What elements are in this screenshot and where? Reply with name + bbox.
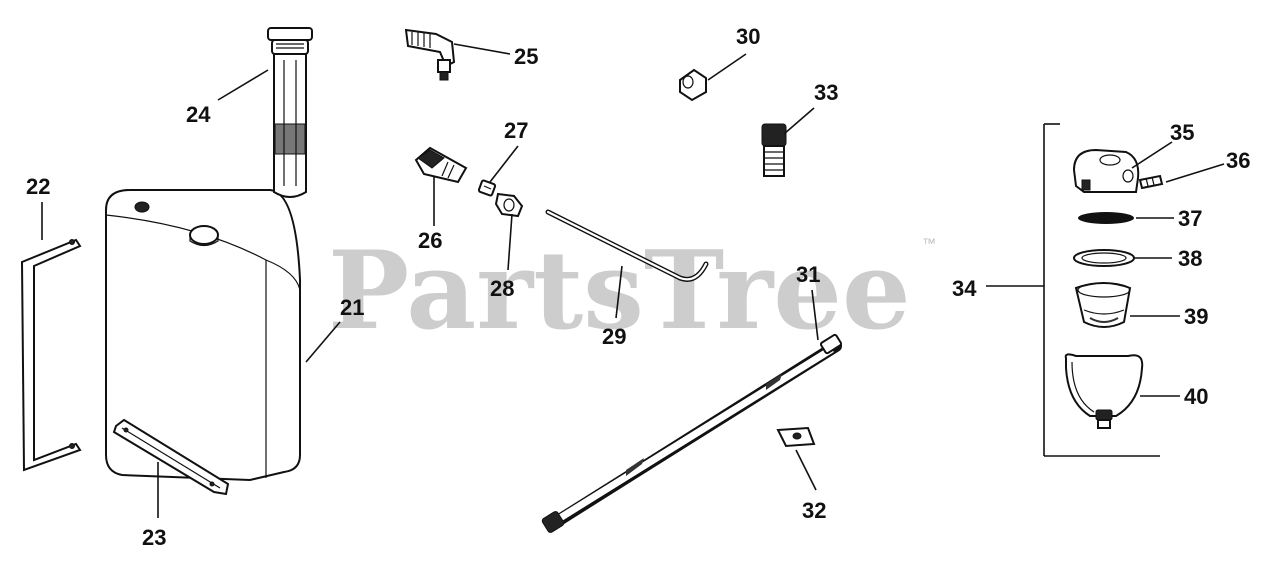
bowl-part-40[interactable] (1064, 353, 1144, 429)
callout-33: 33 (814, 80, 838, 105)
watermark-trademark: ™ (922, 235, 936, 251)
callout-36: 36 (1226, 148, 1250, 173)
fuel-tank-part-21[interactable] (105, 189, 301, 482)
screen-part-39[interactable] (1074, 282, 1132, 328)
callout-24: 24 (186, 102, 211, 127)
callout-23: 23 (142, 525, 166, 550)
callout-34: 34 (952, 276, 977, 301)
bowl-body-part-35[interactable] (1072, 148, 1140, 193)
callout-39: 39 (1184, 304, 1208, 329)
callout-38: 38 (1178, 246, 1202, 271)
sight-tube-part-24[interactable] (267, 27, 313, 198)
tank-strap-part-22[interactable] (20, 238, 82, 472)
callout-22: 22 (26, 174, 50, 199)
pipe-nipple-part-33[interactable] (761, 123, 787, 177)
callout-labels: 21 22 23 24 25 26 27 28 29 30 31 32 33 3… (26, 24, 1250, 550)
callout-32: 32 (802, 498, 826, 523)
fuel-line-part-29[interactable] (545, 209, 709, 282)
fitting-part-26[interactable] (414, 146, 468, 184)
gasket-part-37[interactable] (1078, 212, 1134, 224)
sediment-bowl-assembly-part-34[interactable] (1043, 123, 1160, 457)
leader-lines (41, 43, 1225, 518)
callout-29: 29 (602, 324, 626, 349)
elbow-fitting-part-25[interactable] (404, 28, 456, 81)
sleeve-part-30[interactable] (679, 68, 707, 102)
callout-35: 35 (1170, 120, 1194, 145)
ferrule-part-27[interactable] (477, 179, 497, 197)
fuel-hose-part-31[interactable] (541, 333, 843, 533)
callout-25: 25 (514, 44, 538, 69)
screw-part-36[interactable] (1138, 174, 1164, 190)
callout-31: 31 (796, 262, 820, 287)
callout-28: 28 (490, 276, 514, 301)
callout-27: 27 (504, 118, 528, 143)
clip-part-32[interactable] (776, 426, 816, 448)
callout-21: 21 (340, 295, 364, 320)
callout-37: 37 (1178, 206, 1202, 231)
ring-part-38[interactable] (1073, 249, 1135, 267)
callout-40: 40 (1184, 384, 1208, 409)
callout-26: 26 (418, 228, 442, 253)
bracket-part-23[interactable] (112, 418, 230, 496)
callout-30: 30 (736, 24, 760, 49)
nut-part-28[interactable] (494, 192, 524, 218)
